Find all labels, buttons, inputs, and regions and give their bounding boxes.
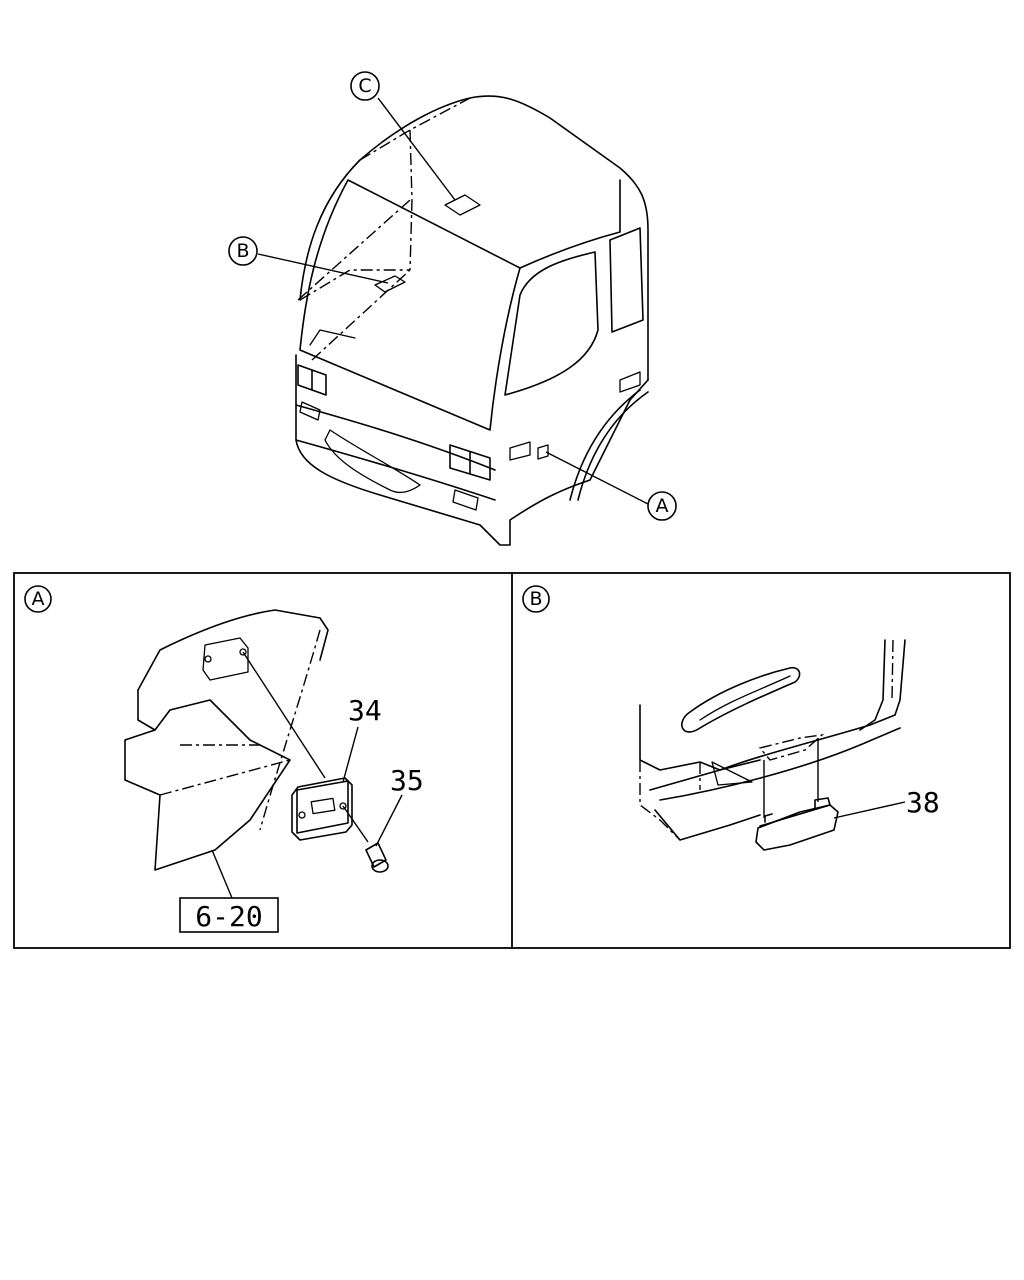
fog-lamp-left: [299, 401, 321, 421]
roof-marker-b: [374, 275, 406, 293]
callout-b: B: [228, 236, 258, 266]
mount-hole-left: [204, 655, 212, 663]
panel-a: A 34 35 6-20: [24, 585, 424, 933]
callout-c: C: [350, 71, 380, 101]
part-34-label: 34: [348, 694, 382, 727]
truck-cab-drawing: [295, 95, 649, 546]
step-rail: [659, 727, 901, 801]
mount-hole-right: [239, 648, 247, 656]
leader-b: [257, 253, 389, 284]
step-hidden-edge: [639, 760, 701, 841]
fender-hidden-edge: [259, 629, 321, 831]
bumper: [295, 404, 496, 501]
handhold-inner: [699, 675, 791, 721]
lamp-right: [449, 444, 491, 481]
leader-ref: [211, 849, 233, 899]
front-grille-panel: [295, 354, 649, 546]
bumper-slot: [324, 429, 421, 494]
leader-a: [545, 451, 649, 505]
roof-marker-c: [444, 194, 481, 216]
mount-recess: [202, 637, 249, 681]
leader-35: [375, 794, 403, 847]
reference-box-label: 6-20: [195, 900, 262, 933]
callout-a: A: [647, 491, 677, 521]
step-lower-edge: [649, 639, 906, 841]
step-triangle: [711, 761, 753, 786]
cab-roof-outline: [299, 95, 649, 381]
screw-leader: [342, 805, 369, 843]
part-38-label: 38: [906, 786, 940, 819]
part-38-step-lamp: [755, 797, 839, 851]
lamp-left: [297, 364, 327, 396]
fender-body: [124, 689, 291, 871]
panel-b-circle: [522, 585, 550, 613]
reference-box: [179, 897, 279, 933]
callout-b-label: B: [236, 240, 249, 262]
lamp-mount-recess: [758, 733, 825, 761]
rear-window: [609, 227, 644, 333]
callout-a-label: A: [656, 495, 669, 517]
callout-c-label: C: [358, 75, 371, 97]
leader-c: [377, 97, 456, 201]
door-outline: [519, 179, 621, 269]
fender-inner-edge: [159, 744, 291, 796]
panel-a-label: A: [32, 588, 45, 610]
mount-leader: [242, 651, 326, 779]
fender-panel: [137, 609, 329, 691]
door-edge-b: [859, 639, 886, 731]
panel-b: B 38: [522, 585, 940, 851]
wheel-arch-edge: [569, 389, 649, 501]
panel-b-label: B: [529, 588, 542, 610]
marker-lamp-a-site: [537, 444, 549, 460]
door-window: [504, 251, 599, 396]
leader-34: [342, 726, 359, 783]
part-35-label: 35: [390, 764, 424, 797]
leader-38: [833, 801, 906, 819]
part-34-side-lamp: [291, 777, 353, 841]
fog-lamp-right: [452, 489, 479, 511]
panel-a-circle: [24, 585, 52, 613]
side-marker: [509, 371, 641, 461]
windshield-inner: [309, 329, 356, 346]
part-35-screw: [365, 842, 389, 873]
step-panel: [639, 704, 761, 771]
door-edge-dashed: [891, 639, 894, 701]
handhold-slot: [681, 666, 801, 733]
windshield: [299, 179, 521, 431]
roof-hidden-line: [297, 97, 471, 361]
